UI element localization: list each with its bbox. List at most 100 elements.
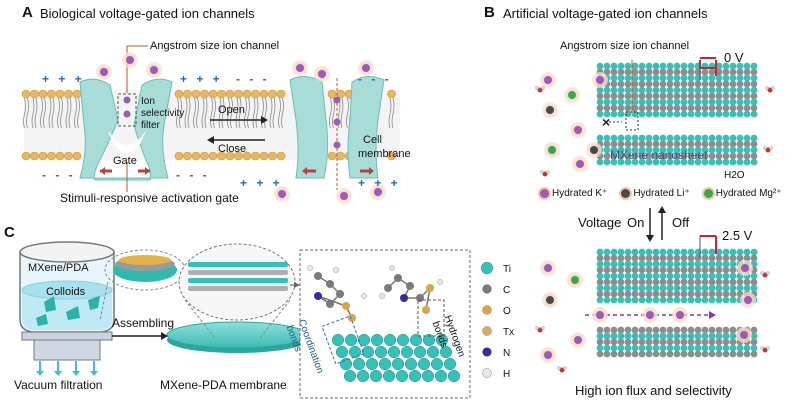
water-hydrogen <box>760 346 764 350</box>
mxene-atom <box>596 296 604 304</box>
mxene-atom <box>687 86 695 94</box>
mxene-atom <box>638 284 646 292</box>
mxene-atom <box>652 284 660 292</box>
mxene-atom <box>631 68 639 76</box>
mxene-atom <box>722 68 730 76</box>
lipid-head <box>225 151 235 161</box>
mxene-atom <box>708 266 716 274</box>
mxene-atom <box>743 140 751 148</box>
mxene-atom <box>631 248 639 256</box>
mxene-atom <box>694 326 702 334</box>
mxene-atom <box>631 104 639 112</box>
mxene-atom <box>617 266 625 274</box>
lipid-tail <box>187 97 191 129</box>
mxene-atom <box>729 92 737 100</box>
mxene-atom <box>673 146 681 154</box>
ion <box>544 76 552 84</box>
water-oxygen <box>762 272 768 278</box>
water-oxygen <box>762 347 768 353</box>
lipid-head <box>64 151 73 161</box>
mxene-atom <box>638 350 646 358</box>
water-hydrogen <box>540 170 544 174</box>
lipid-tail <box>235 97 239 129</box>
lipid-head <box>55 89 65 99</box>
ion <box>544 351 552 359</box>
mxene-atom <box>645 74 653 82</box>
mxene-atom <box>687 98 695 106</box>
lipid-tail <box>26 97 29 129</box>
mxene-atom <box>659 290 667 298</box>
mxene-atom <box>645 332 653 340</box>
ion-in-channel <box>123 110 131 118</box>
mxene-atom <box>610 350 618 358</box>
mxene-atom <box>645 260 653 268</box>
mxene-atom <box>708 110 716 118</box>
lipid-tail <box>388 97 392 129</box>
mxene-atom <box>617 344 625 352</box>
lipid-heads-top <box>21 89 396 129</box>
ti-atom <box>404 357 418 371</box>
mxene-atom <box>687 104 695 112</box>
mxene-atom <box>736 134 744 142</box>
mxene-atom <box>631 110 639 118</box>
mxene-atom <box>617 290 625 298</box>
mxene-atom <box>687 350 695 358</box>
mxene-atom <box>617 338 625 346</box>
mxene-atom <box>617 326 625 334</box>
mxene-atom <box>666 152 674 160</box>
ion <box>571 276 579 284</box>
mxene-atom <box>680 284 688 292</box>
mxene-atom <box>708 248 716 256</box>
mxene-atom <box>701 248 709 256</box>
mxene-atom <box>652 296 660 304</box>
mxene-atom <box>743 350 751 358</box>
mxene-atom <box>610 80 618 88</box>
mxene-atom <box>603 260 611 268</box>
lipid-tail <box>346 97 349 129</box>
mxene-atom <box>603 158 611 166</box>
mxene-atom <box>722 326 730 334</box>
legend-k: Hydrated K⁺ <box>540 188 607 199</box>
mxene-atom <box>638 272 646 280</box>
mxene-atom <box>736 278 744 286</box>
ion <box>646 311 654 319</box>
lipid-head <box>217 89 226 99</box>
mol-atom <box>406 282 414 290</box>
disc-sheet-layer <box>188 270 288 275</box>
mxene-atom <box>694 92 702 100</box>
mxene-atom <box>624 326 632 334</box>
mxene-atom <box>715 98 723 106</box>
mxene-atom <box>680 110 688 118</box>
mxene-atom <box>722 98 730 106</box>
mxene-atom <box>673 86 681 94</box>
mxene-atom <box>659 260 667 268</box>
mxene-atom <box>666 284 674 292</box>
mxene-atom <box>694 344 702 352</box>
mxene-atom <box>701 296 709 304</box>
mxene-atom <box>659 86 667 94</box>
mxene-atom <box>666 68 674 76</box>
mxene-atom <box>687 80 695 88</box>
mxene-atom <box>729 86 737 94</box>
lipid-tail <box>244 97 247 129</box>
ti-atom <box>443 357 457 371</box>
lipid-tail <box>329 97 332 129</box>
lipid-tail <box>204 97 208 129</box>
mxene-atom <box>715 74 723 82</box>
mxene-atom <box>729 68 737 76</box>
water-hydrogen <box>766 271 770 275</box>
mxene-atom <box>715 278 723 286</box>
ti-atom <box>383 333 397 347</box>
mxene-atom <box>722 62 730 70</box>
mxene-atom <box>610 254 618 262</box>
water-oxygen <box>767 87 773 93</box>
mxene-atom <box>708 272 716 280</box>
lipid-tail <box>238 97 242 129</box>
ion <box>590 146 598 154</box>
ti-atom <box>343 369 357 383</box>
voltage-top: 0 V <box>724 50 744 65</box>
mxene-atom <box>701 110 709 118</box>
mol-atom <box>336 290 344 298</box>
mxene-atom <box>736 62 744 70</box>
